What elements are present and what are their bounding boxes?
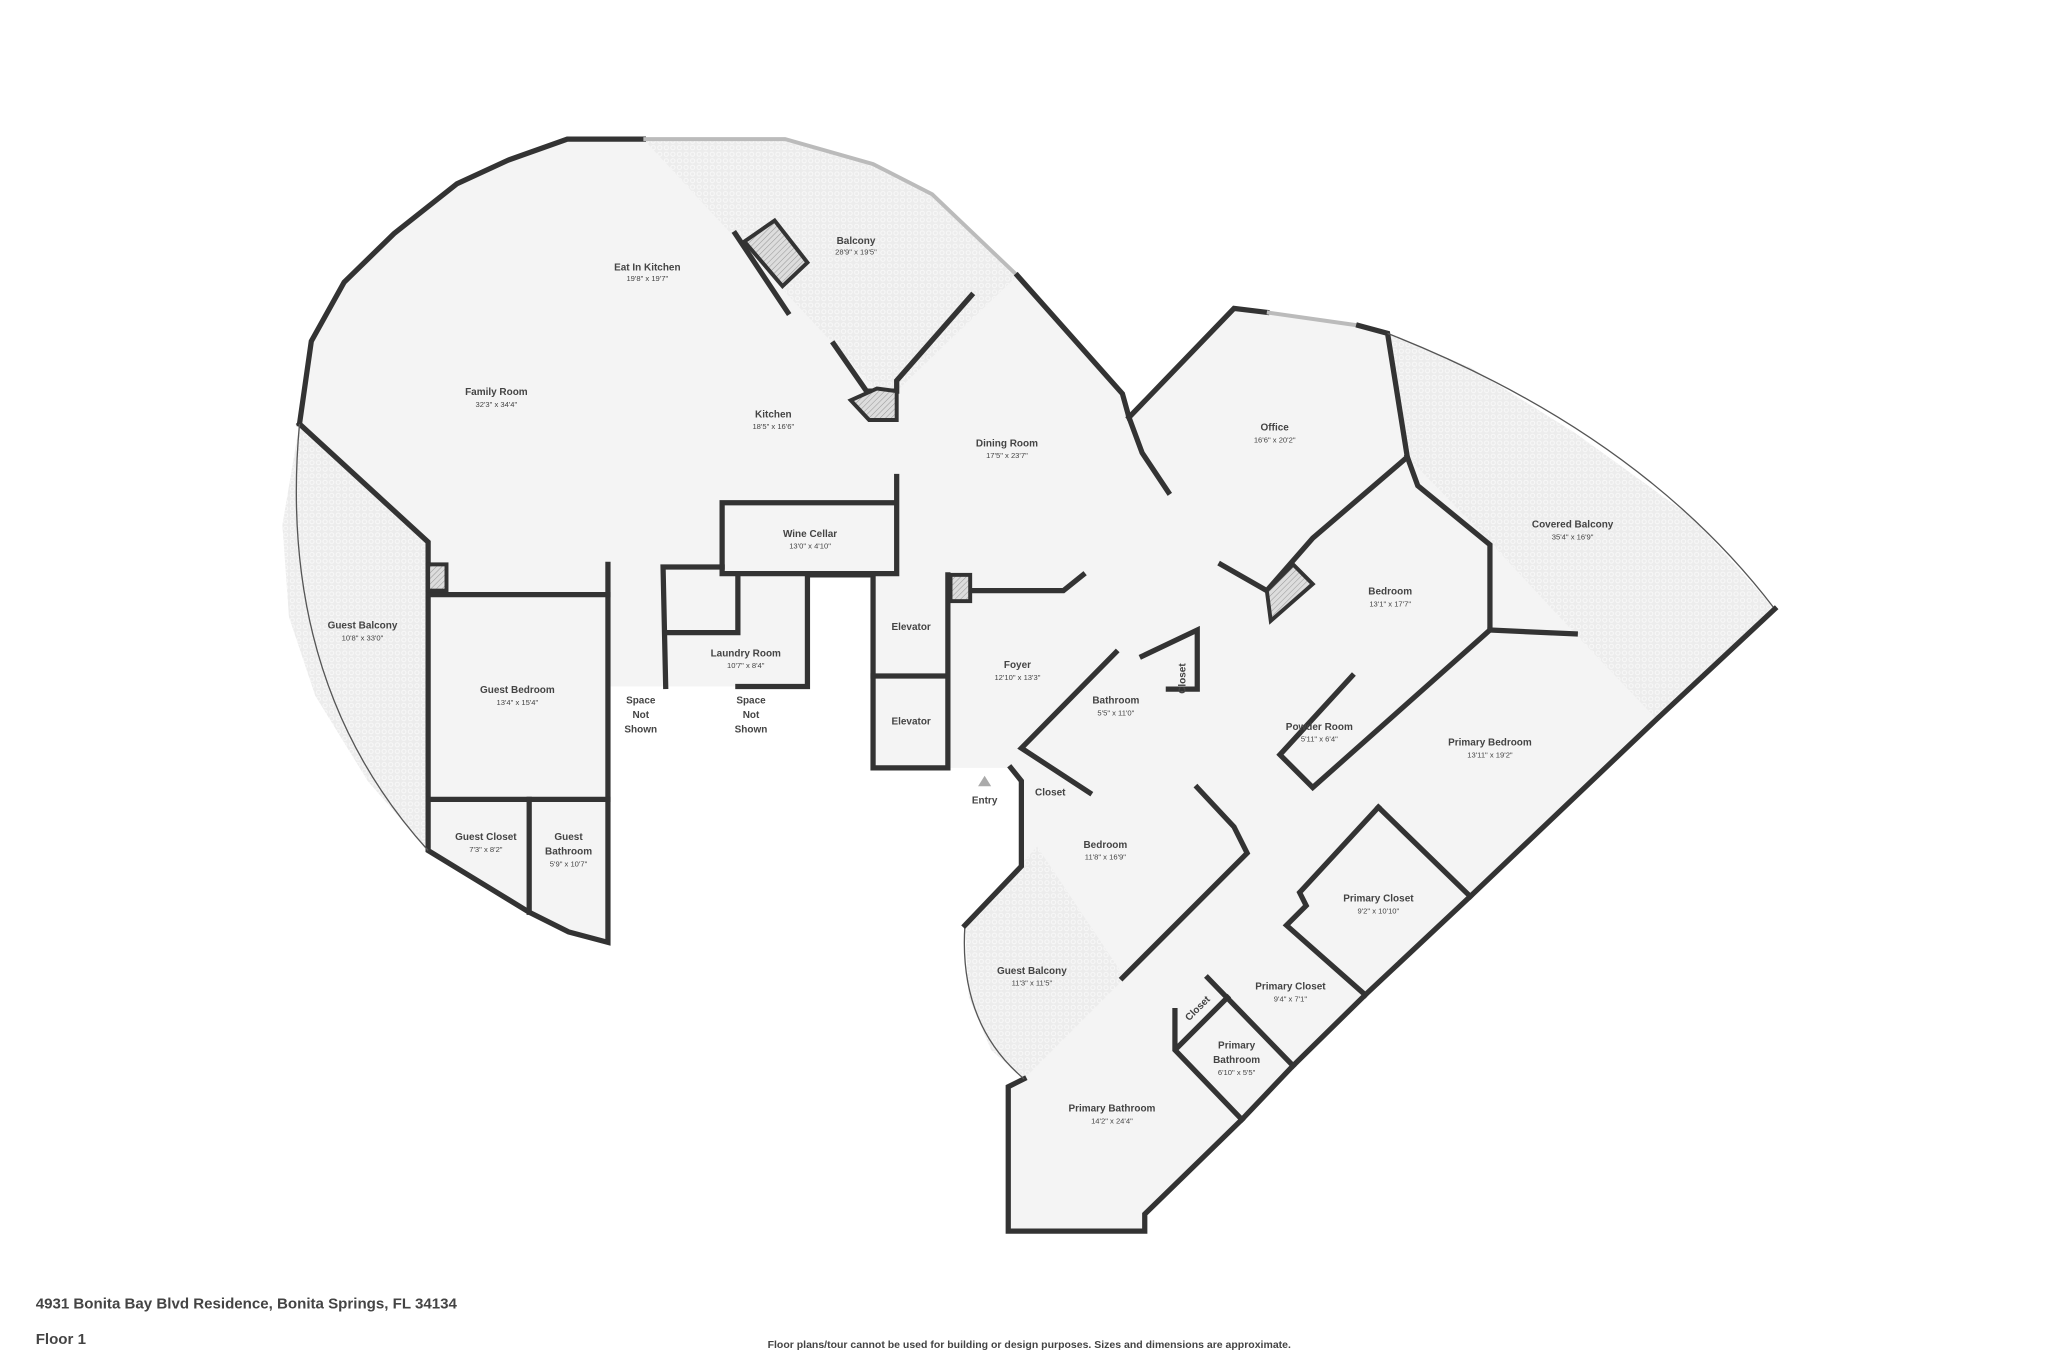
room-labels: Balcony 28'9" x 19'5" Eat In Kitchen 19'… (328, 236, 1614, 1125)
address-title: 4931 Bonita Bay Blvd Residence, Bonita S… (36, 1296, 458, 1313)
room-label: Bedroom (1083, 840, 1127, 851)
room-label: Bathroom (1213, 1055, 1260, 1066)
room-dims: 17'5" x 23'7" (986, 451, 1028, 460)
room-label: Primary Bedroom (1448, 738, 1532, 749)
room-label: Bedroom (1368, 587, 1412, 598)
room-label: Closet (1177, 663, 1188, 694)
exterior-wall-office (1125, 305, 1270, 422)
room-label: Eat In Kitchen (614, 262, 680, 273)
room-dims: 9'4" x 7'1" (1274, 994, 1308, 1003)
room-label: Closet (1035, 787, 1066, 798)
exterior-wall-guest-balcony (961, 764, 1024, 930)
room-label: Foyer (1004, 660, 1031, 671)
room-label: Elevator (891, 717, 930, 728)
room-label: Guest Bedroom (480, 685, 555, 696)
exterior-wall-laundry (660, 564, 725, 690)
room-label: Primary Bathroom (1068, 1104, 1155, 1115)
room-dims: 5'9" x 10'7" (550, 859, 588, 868)
window-top (643, 137, 1019, 278)
room-label: Dining Room (976, 438, 1038, 449)
room-label: Not (743, 710, 760, 721)
disclaimer: Floor plans/tour cannot be used for buil… (768, 1339, 1291, 1351)
interior-walls (425, 229, 1578, 1124)
balcony-top (643, 139, 1018, 392)
room-dims: 5'11" x 6'4" (1301, 735, 1338, 744)
room-label: Kitchen (755, 409, 792, 420)
balcony-arc (1387, 332, 1776, 610)
guest-balcony-left-arc (295, 423, 429, 851)
room-dims: 10'7" x 8'4" (727, 661, 765, 670)
room-label: Office (1261, 423, 1290, 434)
room-label: Family Room (465, 387, 528, 398)
room-dims: 10'8" x 33'0" (342, 634, 384, 643)
room-label: Covered Balcony (1532, 520, 1614, 531)
room-dims: 13'0" x 4'10" (789, 542, 831, 551)
room-label: Primary Closet (1343, 894, 1414, 905)
room-dims: 13'11" x 19'2" (1467, 750, 1513, 759)
room-label: Guest Balcony (997, 966, 1067, 977)
room-label: Shown (735, 724, 768, 735)
floor-label: Floor 1 (36, 1331, 86, 1348)
exterior-wall (296, 136, 646, 427)
room-dims: 28'9" x 19'5" (835, 248, 877, 257)
room-dims: 11'3" x 11'5" (1012, 979, 1053, 988)
room-dims: 12'10" x 13'3" (994, 673, 1040, 682)
room-label: Laundry Room (711, 648, 781, 659)
room-dims: 13'4" x 15'4" (497, 698, 539, 707)
room-label: Primary Closet (1255, 982, 1326, 993)
covered-balcony (1387, 333, 1775, 720)
exterior-wall-dining (1013, 271, 1133, 421)
room-label: Guest Balcony (328, 621, 398, 632)
room-dims: 19'8" x 19'7" (626, 274, 668, 283)
room-dims: 16'6" x 20'2" (1254, 435, 1296, 444)
room-label: Balcony (837, 236, 876, 247)
room-label: Guest (554, 832, 583, 843)
pillar-hatch (1264, 561, 1316, 625)
guest-balcony-left (282, 423, 429, 851)
room-label: Bathroom (545, 846, 592, 857)
room-dims: 18'5" x 16'6" (752, 422, 794, 431)
pillar-hatch (948, 572, 973, 604)
room-dims: 6'10" x 5'5" (1218, 1068, 1256, 1077)
room-dims: 9'2" x 10'10" (1358, 907, 1400, 916)
room-dims: 35'4" x 16'9" (1552, 532, 1594, 541)
room-label: Shown (624, 724, 657, 735)
room-dims: 7'3" x 8'2" (469, 845, 503, 854)
room-label: Guest Closet (455, 832, 517, 843)
room-label: Elevator (891, 622, 930, 633)
room-label: Wine Cellar (783, 529, 837, 540)
room-dims: 5'5" x 11'0" (1097, 708, 1134, 717)
room-dims: 11'8" x 16'9" (1085, 853, 1126, 862)
room-dims: 14'2" x 24'4" (1091, 1117, 1133, 1126)
entry-label: Entry (972, 795, 998, 806)
guest-balcony-arc (963, 925, 1025, 1080)
entry-arrow-icon (978, 775, 992, 787)
room-label: Bathroom (1092, 696, 1139, 707)
room-label: Primary (1218, 1041, 1256, 1052)
room-dims: 32'3" x 34'4" (476, 400, 518, 409)
window-office (1266, 310, 1359, 328)
pillar-hatch (847, 386, 899, 422)
room-label: Not (632, 710, 649, 721)
guest-balcony-bottom (964, 846, 1126, 1079)
pillar-hatch (426, 562, 449, 593)
room-label: Space (736, 696, 766, 707)
pillar-hatch (741, 217, 811, 289)
room-dims: 13'1" x 17'7" (1369, 599, 1411, 608)
room-label: Powder Room (1286, 722, 1353, 733)
room-label: Space (626, 696, 656, 707)
